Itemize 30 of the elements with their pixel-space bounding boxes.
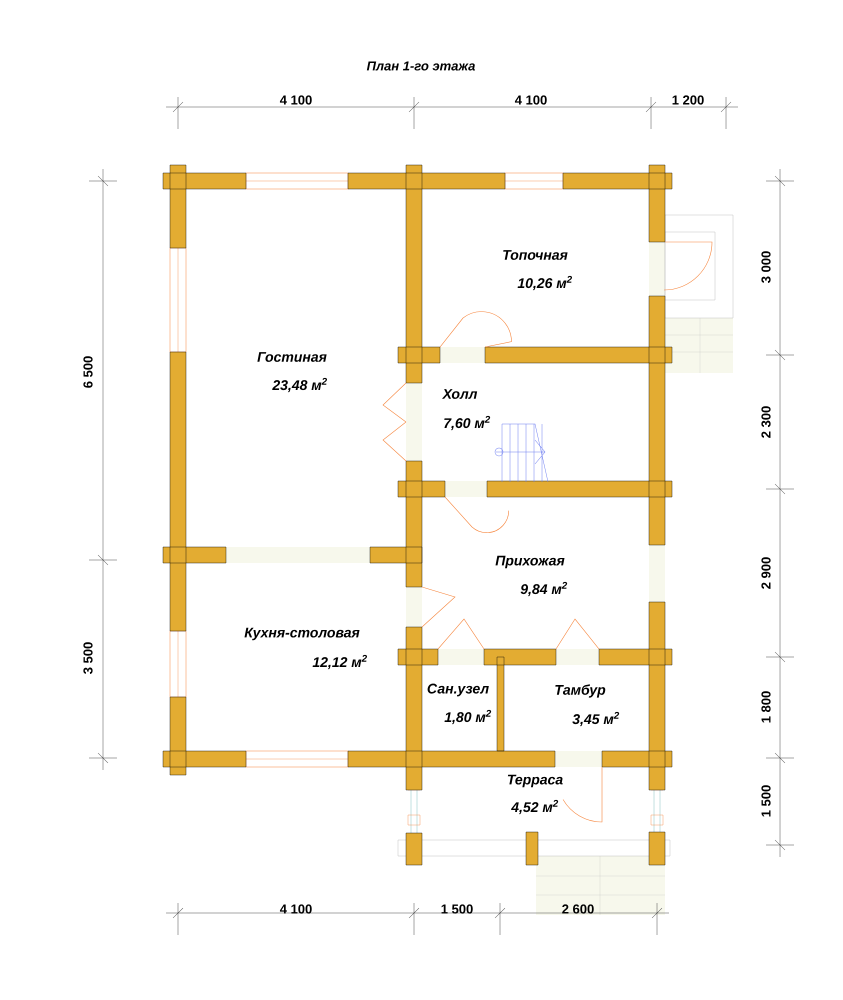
dimension-text: 2 300 [761,406,771,438]
room-name: Кухня-столовая [244,628,360,640]
room-name: Гостиная [257,352,327,362]
room-name: Тамбур [555,684,606,698]
dimension-text: 2 600 [562,904,594,914]
dimension-text: 4 100 [514,95,547,105]
room-name: Прихожая [496,556,564,568]
dimension-text: 4 100 [280,904,312,914]
room-area: 3,45 м$^{2}$ [572,712,620,726]
dimension-text: 1 800 [761,691,771,722]
room-name: Сан.узел [428,684,489,696]
dimension-text: 2 900 [761,557,771,589]
room-area: 23,48 м$^{2}$ [272,378,328,392]
dimension-text: 4 100 [280,95,312,105]
dimension-text: 1 500 [761,785,771,816]
room-area: 4,52 м$^{2}$ [511,800,558,814]
room-name: Топочная [503,250,568,260]
dimension-text: 6 500 [83,356,93,388]
title: План 1-го этажа [366,61,475,71]
dimension-text: 3 000 [761,251,771,283]
room-area: 7,60 м$^{2}$ [444,416,490,430]
room-area: 12,12 м$^{2}$ [312,654,368,670]
room-area: 9,84 м$^{2}$ [520,582,568,596]
room-name: Терраса [508,774,563,788]
dimension-text: 1 200 [672,95,704,105]
dimension-text: 3 500 [83,642,93,674]
room-area: 10,26 м$^{2}$ [518,276,572,290]
dimension-text: 1 500 [442,904,473,914]
room-area: 1,80 м$^{2}$ [444,710,492,724]
room-name: Холл [442,389,478,399]
